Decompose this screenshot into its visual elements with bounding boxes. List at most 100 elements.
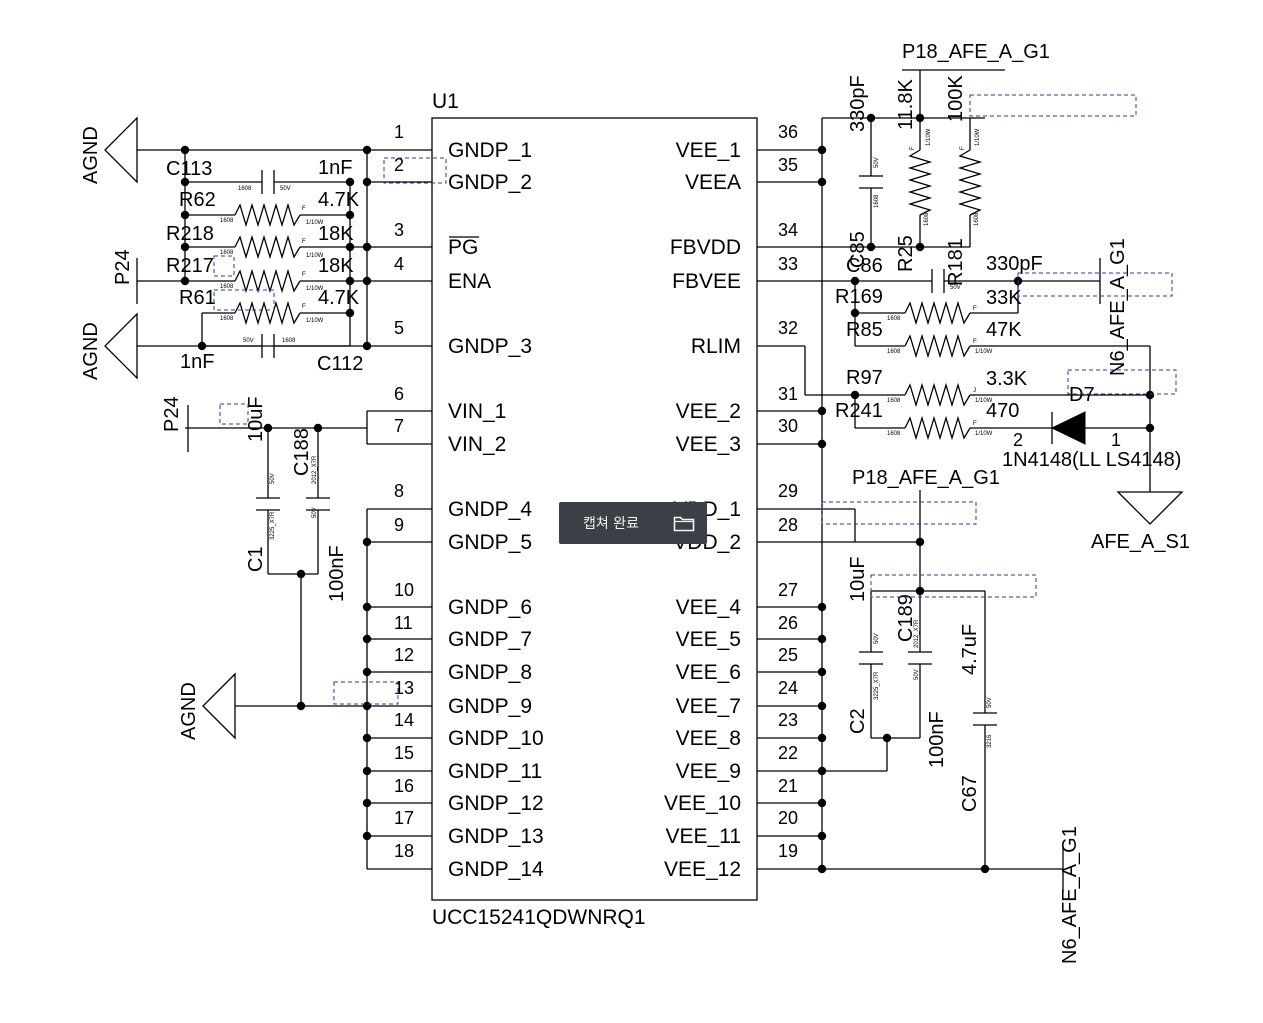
svg-text:100K: 100K xyxy=(945,75,967,122)
svg-text:1/10W: 1/10W xyxy=(306,220,324,226)
c189[interactable]: C189 100nF 2012_X7R 50V xyxy=(895,594,948,768)
folder-icon[interactable] xyxy=(673,514,695,532)
pin-name: GNDP_8 xyxy=(448,661,532,684)
p24-label: P24 xyxy=(112,249,134,285)
svg-text:1/10W: 1/10W xyxy=(926,128,932,146)
pin-name: VEE_9 xyxy=(676,760,741,783)
junction-dot xyxy=(817,634,827,644)
pin-name: GNDP_12 xyxy=(448,792,544,815)
r85[interactable]: R85 47K 1608 F 1/10W xyxy=(846,319,1022,355)
svg-text:J: J xyxy=(973,388,976,394)
r97[interactable]: R97 3.3K 1608 J 1/10W xyxy=(846,367,1028,404)
junction-dot xyxy=(345,177,355,187)
svg-text:R181: R181 xyxy=(945,238,967,286)
svg-text:50V: 50V xyxy=(987,697,993,708)
c112[interactable]: 1nF C112 50V 1608 xyxy=(180,338,363,375)
n6-port-top: N6_AFE_A_G1 xyxy=(1107,238,1129,376)
svg-text:F: F xyxy=(973,339,977,345)
svg-text:3225_X7R: 3225_X7R xyxy=(874,671,880,700)
c2[interactable]: 10uF C2 50V 3225_X7R xyxy=(847,556,880,734)
svg-text:18K: 18K xyxy=(318,255,354,277)
c1[interactable]: 10uF C1 50V 3225_X7R xyxy=(245,396,276,572)
svg-text:1/10W: 1/10W xyxy=(306,318,324,324)
svg-text:R61: R61 xyxy=(179,287,216,309)
svg-text:R97: R97 xyxy=(846,367,883,389)
capture-complete-toast[interactable]: 캡쳐 완료 xyxy=(559,502,707,544)
r62[interactable]: R62 4.7K 1608 F 1/10W xyxy=(179,189,360,226)
ic-u1[interactable]: U1 UCC15241QDWNRQ1 1GNDP_12GNDP_23PG4ENA… xyxy=(394,90,798,929)
svg-text:R25: R25 xyxy=(895,235,917,272)
r25[interactable]: 11.8K R25 1/10W F 1608 xyxy=(895,79,932,272)
svg-text:4.7K: 4.7K xyxy=(318,287,360,309)
p24-label: P24 xyxy=(161,396,183,432)
svg-text:4.7K: 4.7K xyxy=(318,189,360,211)
r241[interactable]: R241 470 1608 F 1/10W xyxy=(835,400,1019,437)
afe-s1-port: AFE_A_S1 xyxy=(1091,531,1190,553)
svg-text:330pF: 330pF xyxy=(986,253,1043,275)
pin-number: 10 xyxy=(394,580,414,600)
pin-name: GNDP_1 xyxy=(448,139,532,162)
pin-number: 29 xyxy=(778,481,798,501)
c85[interactable]: 330pF C85 50V 1608 xyxy=(847,75,880,268)
junction-dot xyxy=(345,242,355,252)
pin-number: 34 xyxy=(778,220,798,240)
junction-dot xyxy=(296,701,306,711)
r217[interactable]: R217 18K 1608 F 1/10W xyxy=(166,255,354,292)
c86[interactable]: C86 330pF 50V xyxy=(846,253,1043,291)
junction-dot xyxy=(180,242,190,252)
junction-dot xyxy=(362,242,372,252)
junction-dot xyxy=(866,242,876,252)
r218[interactable]: R218 18K 1608 F 1/10W xyxy=(166,223,354,259)
svg-text:1608: 1608 xyxy=(220,218,234,224)
junction-dot xyxy=(915,113,925,123)
svg-text:C188: C188 xyxy=(291,428,313,476)
pin-name: VIN_2 xyxy=(448,433,506,456)
junction-dot xyxy=(313,423,323,433)
pin-number: 6 xyxy=(394,384,404,404)
junction-dot xyxy=(866,113,876,123)
svg-text:F: F xyxy=(910,146,916,150)
junction-dot xyxy=(263,423,273,433)
pin-number: 36 xyxy=(778,122,798,142)
svg-text:1/10W: 1/10W xyxy=(306,286,324,292)
d7[interactable]: D7 2 1 1N4148(LL LS4148) xyxy=(1002,384,1181,471)
svg-text:D7: D7 xyxy=(1069,384,1095,406)
c188[interactable]: C188 100nF 2012_X7R 50V xyxy=(291,428,348,602)
junction-dot xyxy=(362,602,372,612)
r169[interactable]: R169 33K 1608 F xyxy=(835,286,1022,322)
svg-text:1608: 1608 xyxy=(924,212,930,226)
toast-message: 캡쳐 완료 xyxy=(583,516,639,532)
svg-text:R217: R217 xyxy=(166,255,214,277)
svg-text:2012_X7R: 2012_X7R xyxy=(312,455,318,484)
junction-dot xyxy=(362,634,372,644)
pin-name: VEE_7 xyxy=(676,695,741,718)
pin-name: VEE_6 xyxy=(676,661,741,684)
svg-text:F: F xyxy=(302,206,306,212)
svg-text:F: F xyxy=(960,146,966,150)
pin-name: FBVEE xyxy=(672,270,741,293)
junction-dot xyxy=(362,537,372,547)
junction-dot xyxy=(180,177,190,187)
svg-text:1: 1 xyxy=(1111,430,1121,450)
agnd-label: AGND xyxy=(178,682,200,740)
r181[interactable]: 100K R181 1/10W F 1608 xyxy=(945,75,981,286)
pin-name: VEEA xyxy=(685,171,741,194)
pin-name: ENA xyxy=(448,270,491,293)
svg-text:1608: 1608 xyxy=(887,349,901,355)
svg-text:50V: 50V xyxy=(914,669,920,680)
svg-text:50V: 50V xyxy=(243,338,254,344)
junction-dot xyxy=(345,210,355,220)
svg-text:50V: 50V xyxy=(874,157,880,168)
svg-text:100nF: 100nF xyxy=(926,711,948,768)
agnd-symbol-mid: AGND xyxy=(80,312,138,380)
svg-text:47K: 47K xyxy=(986,319,1022,341)
r61[interactable]: R61 4.7K 1608 F 1/10W xyxy=(179,287,360,324)
junction-dot xyxy=(362,667,372,677)
c113[interactable]: C113 1nF 1608 50V xyxy=(166,157,352,192)
selection-highlights xyxy=(213,94,1177,705)
svg-text:F: F xyxy=(302,304,306,310)
svg-text:1608: 1608 xyxy=(220,250,234,256)
pin-name: GNDP_4 xyxy=(448,498,532,521)
agnd-symbol-bottom: AGND xyxy=(178,672,236,740)
c67[interactable]: 4.7uF C67 50V 3216 xyxy=(959,624,993,812)
